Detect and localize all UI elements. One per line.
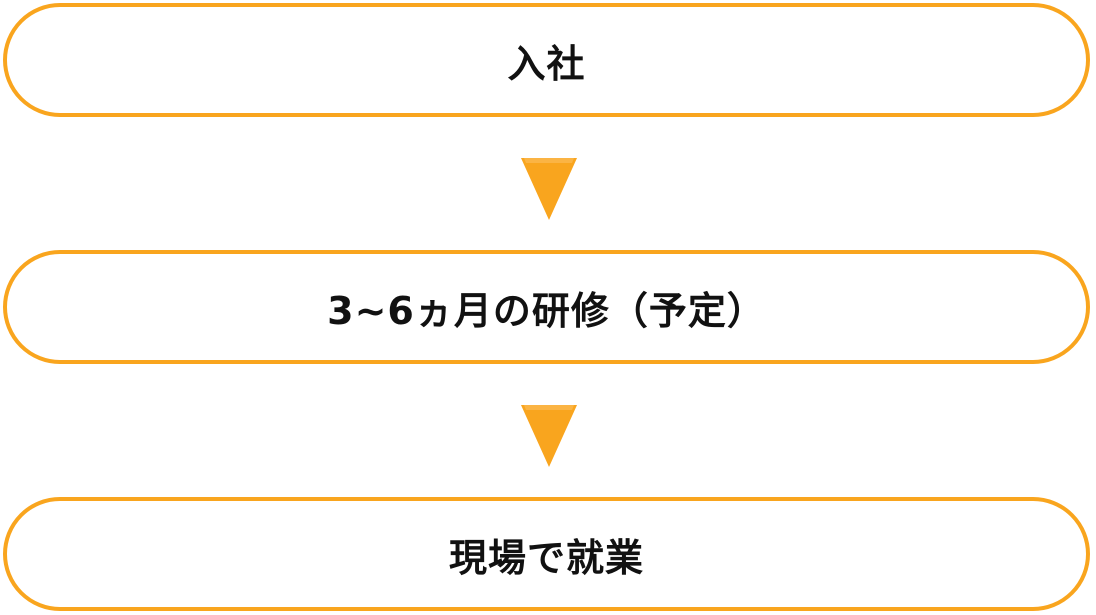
down-arrow-icon [521,405,577,467]
flow-step-training: 3~6ヵ月の研修（予定） [3,250,1090,364]
flow-step-label: 現場で就業 [448,535,644,580]
flow-step-onsite-work: 現場で就業 [3,497,1090,611]
flow-step-label: 入社 [507,41,586,86]
flow-step-joining: 入社 [3,3,1090,117]
down-arrow-icon [521,158,577,220]
flow-step-label: 3~6ヵ月の研修（予定） [327,288,766,333]
down-arrow-icon-shape [521,158,577,220]
down-arrow-icon-shape [521,405,577,467]
